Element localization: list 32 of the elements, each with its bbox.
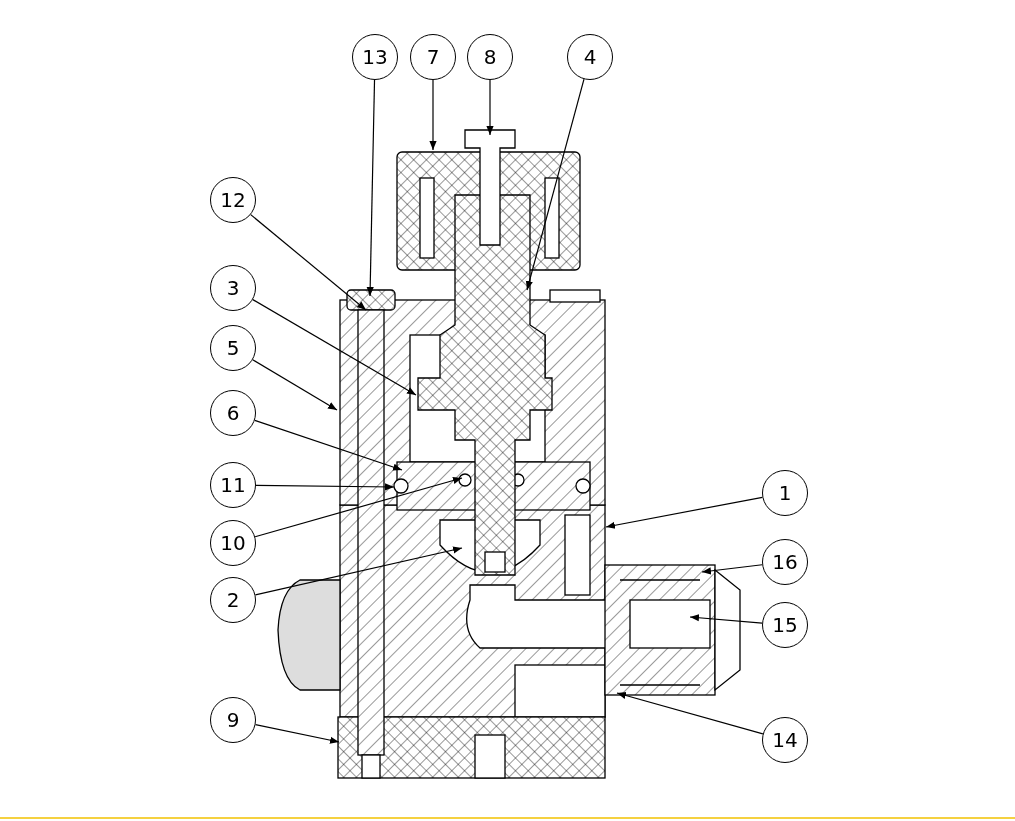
leader-line [525, 78, 585, 291]
callout-number: 9 [210, 697, 256, 743]
callout-number: 2 [210, 577, 256, 623]
callout-number: 5 [210, 325, 256, 371]
callout-number: 14 [762, 717, 808, 763]
leader-line [605, 496, 763, 529]
callout-number: 8 [467, 34, 513, 80]
callout-number: 6 [210, 390, 256, 436]
callout-number: 10 [210, 520, 256, 566]
callout-number: 15 [762, 602, 808, 648]
leader-line [252, 359, 338, 411]
leader-line [486, 79, 494, 136]
leader-line [254, 419, 403, 471]
leader-line [250, 214, 367, 311]
leader-line [254, 477, 463, 538]
leader-line [616, 691, 764, 735]
callout-number: 11 [210, 462, 256, 508]
callout-number: 1 [762, 470, 808, 516]
leader-line [255, 483, 395, 491]
callout-number: 3 [210, 265, 256, 311]
leader-line [252, 299, 417, 396]
leader-line [701, 564, 763, 575]
callout-number: 4 [567, 34, 613, 80]
leader-line [254, 546, 463, 596]
leader-line [254, 724, 340, 744]
callout-number: 13 [352, 34, 398, 80]
callout-number: 7 [410, 34, 456, 80]
leader-line [689, 614, 763, 624]
callout-number: 16 [762, 539, 808, 585]
leader-line [366, 79, 376, 297]
callout-number: 12 [210, 177, 256, 223]
leader-line [429, 79, 437, 151]
